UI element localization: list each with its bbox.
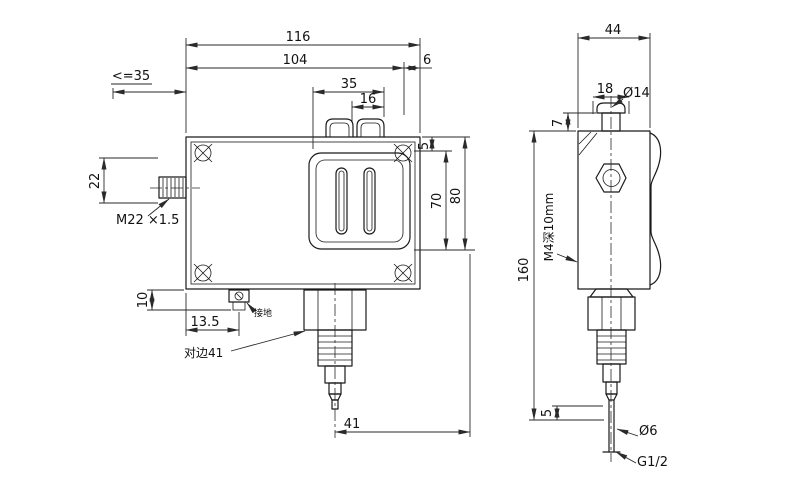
dim-41-label: 41 bbox=[344, 417, 361, 432]
dim-22-label: 22 bbox=[88, 173, 103, 190]
dim-5-front-label: 5 bbox=[417, 142, 432, 150]
thread-size-label: M22 ×1.5 bbox=[116, 213, 179, 228]
front-cable-gland bbox=[158, 176, 187, 199]
dia-6-label: Ø6 bbox=[639, 424, 658, 439]
dim-le35-label: <=35 bbox=[112, 69, 150, 84]
side-hex-nut bbox=[595, 163, 627, 193]
front-ground-terminal bbox=[228, 289, 250, 311]
side-dimensions: 44 18 Ø14 7 160 M4深10mm 5 Ø6 G1/2 bbox=[517, 23, 668, 470]
dim-13-5-label: 13.5 bbox=[191, 315, 220, 330]
dim-44-label: 44 bbox=[605, 23, 622, 38]
port-size-label: G1/2 bbox=[637, 455, 668, 470]
front-centerlines bbox=[150, 187, 336, 438]
dim-10-label: 10 bbox=[136, 292, 151, 309]
front-dimensions: 116 104 6 35 16 <=35 22 M22 ×1.5 5 70 80… bbox=[88, 30, 475, 437]
dim-70-label: 70 bbox=[430, 193, 445, 210]
front-window bbox=[308, 152, 411, 250]
front-body bbox=[185, 136, 421, 290]
dim-16-label: 16 bbox=[360, 92, 377, 107]
dim-7-label: 7 bbox=[551, 119, 566, 127]
front-top-caps bbox=[325, 118, 385, 138]
dim-116-label: 116 bbox=[286, 30, 311, 45]
dim-160-label: 160 bbox=[517, 258, 532, 283]
side-pressure-port bbox=[587, 288, 636, 453]
dim-18-label: 18 bbox=[597, 82, 614, 97]
front-corner-screws bbox=[193, 143, 413, 283]
dim-35-label: 35 bbox=[341, 77, 358, 92]
dim-104-label: 104 bbox=[283, 53, 308, 68]
dim-80-label: 80 bbox=[449, 188, 464, 205]
front-view: 116 104 6 35 16 <=35 22 M22 ×1.5 5 70 80… bbox=[88, 30, 475, 438]
side-view: 44 18 Ø14 7 160 M4深10mm 5 Ø6 G1/2 bbox=[517, 23, 668, 470]
dia-14-label: Ø14 bbox=[623, 86, 650, 101]
dim-6-label: 6 bbox=[423, 53, 431, 68]
ground-label: 接地 bbox=[254, 307, 272, 319]
m4-depth-label: M4深10mm bbox=[542, 193, 556, 262]
side-body bbox=[577, 130, 651, 290]
across-flats-label: 对边41 bbox=[184, 346, 223, 360]
side-mounting-bracket bbox=[649, 132, 662, 286]
dim-5-side-label: 5 bbox=[540, 409, 555, 417]
